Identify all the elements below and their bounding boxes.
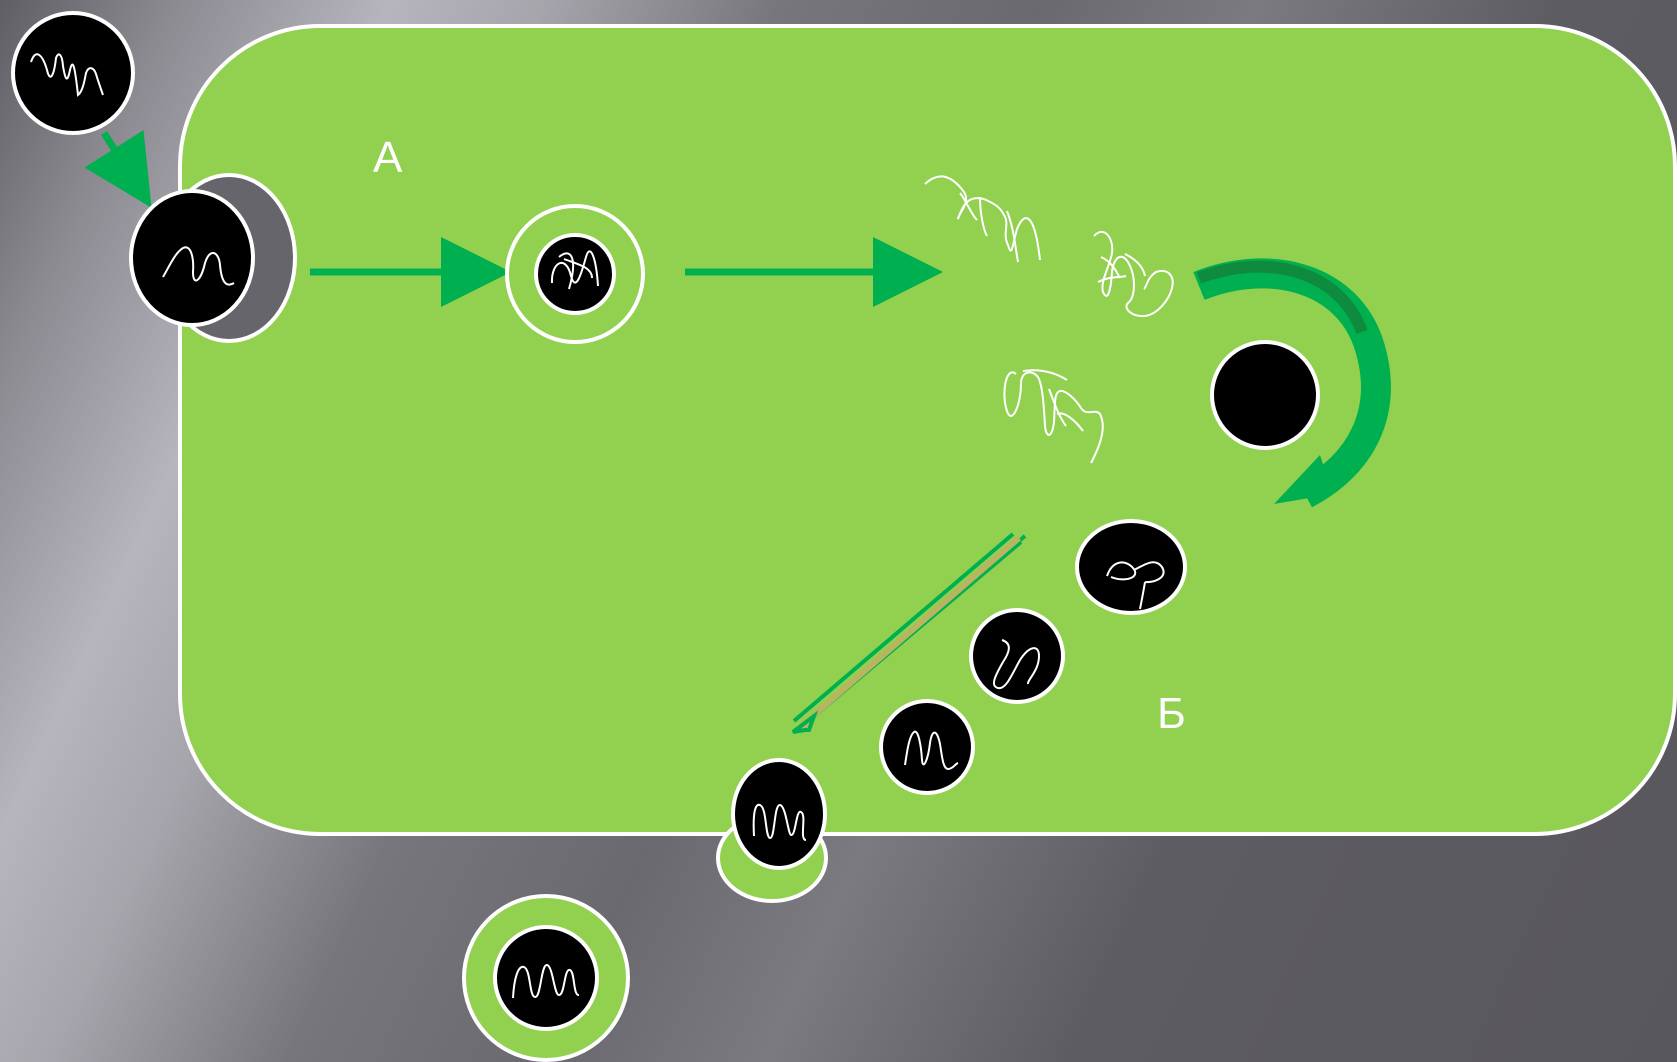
nuclear-cycle-arrow xyxy=(1193,258,1391,508)
exit-arrow-core xyxy=(799,535,1021,729)
virus-particle-icon xyxy=(1075,519,1187,615)
virus-particle-icon xyxy=(879,699,975,795)
virus-particle-icon xyxy=(731,758,827,870)
nuclear-cycle-arrow-highlight xyxy=(1196,260,1368,335)
genome-strand-icon xyxy=(1093,230,1174,318)
genome-strand-icon xyxy=(512,963,580,999)
genome-strand-icon xyxy=(904,730,959,771)
genome-strand-icon xyxy=(550,250,599,290)
entry-arrow xyxy=(84,129,152,208)
released-virus-particle xyxy=(462,894,630,1062)
nucleus-icon xyxy=(1210,340,1320,450)
genome-strand-icon xyxy=(992,639,1041,690)
virus-particle-icon xyxy=(11,11,135,135)
genome-strand-icon xyxy=(162,246,235,286)
genome-strand-icon xyxy=(30,53,104,97)
virus-particle-icon xyxy=(129,189,255,327)
uncoating-particle xyxy=(505,204,645,344)
stage-label-a: А xyxy=(373,133,403,182)
nuclear-cycle-arrowhead xyxy=(1274,455,1333,504)
genome-strand-icon xyxy=(752,803,807,841)
genome-strand-icon xyxy=(924,175,1041,263)
genome-strand-icon xyxy=(1003,369,1104,464)
genome-strand-icon xyxy=(1106,561,1165,610)
exit-arrowhead xyxy=(791,710,819,734)
virus-particle-icon xyxy=(969,608,1065,704)
stage-label-b: Б xyxy=(1157,689,1186,738)
